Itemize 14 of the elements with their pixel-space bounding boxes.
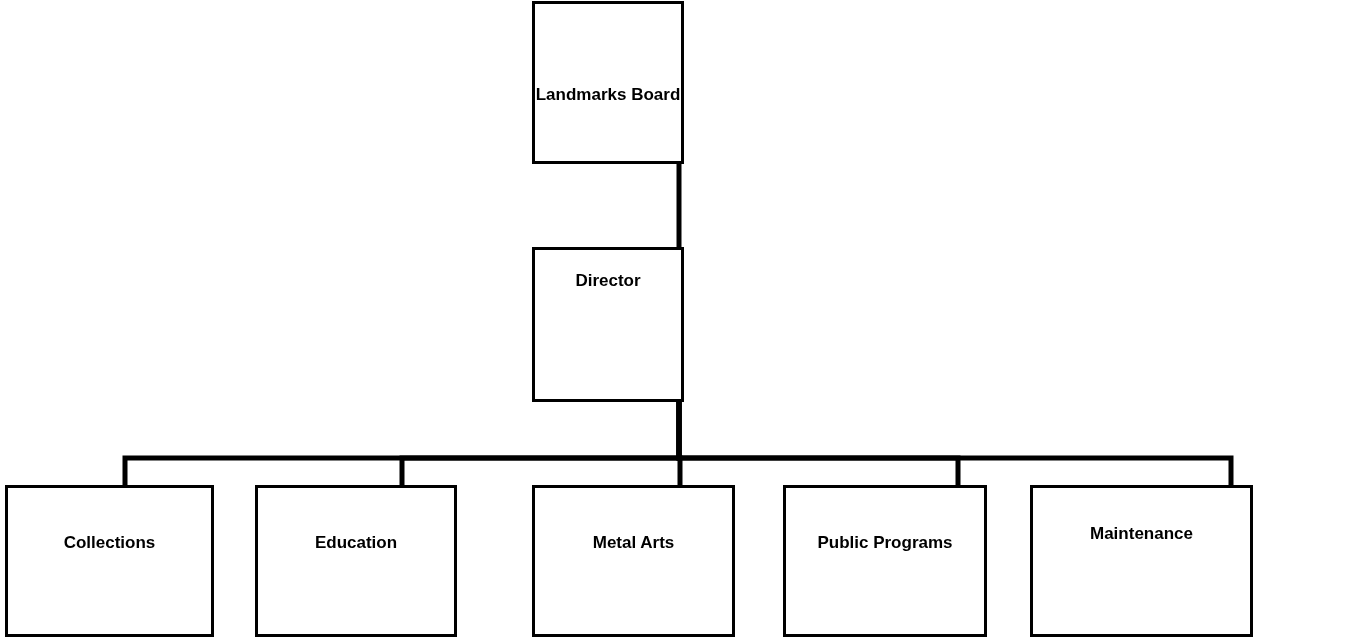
org-box bbox=[255, 485, 457, 637]
box-label: Metal Arts bbox=[592, 532, 675, 554]
org-box bbox=[532, 1, 684, 164]
org-box bbox=[1030, 485, 1253, 637]
org-box bbox=[5, 485, 214, 637]
box-label: Maintenance bbox=[1090, 523, 1193, 545]
org-box bbox=[532, 485, 735, 637]
box-label: Public Programs bbox=[817, 532, 953, 554]
box-label: Collections bbox=[63, 532, 156, 554]
box-label: Director bbox=[575, 270, 641, 292]
box-label: Education bbox=[314, 532, 398, 554]
box-label: Landmarks Board bbox=[535, 84, 681, 106]
org-box bbox=[783, 485, 987, 637]
org-box bbox=[532, 247, 684, 402]
